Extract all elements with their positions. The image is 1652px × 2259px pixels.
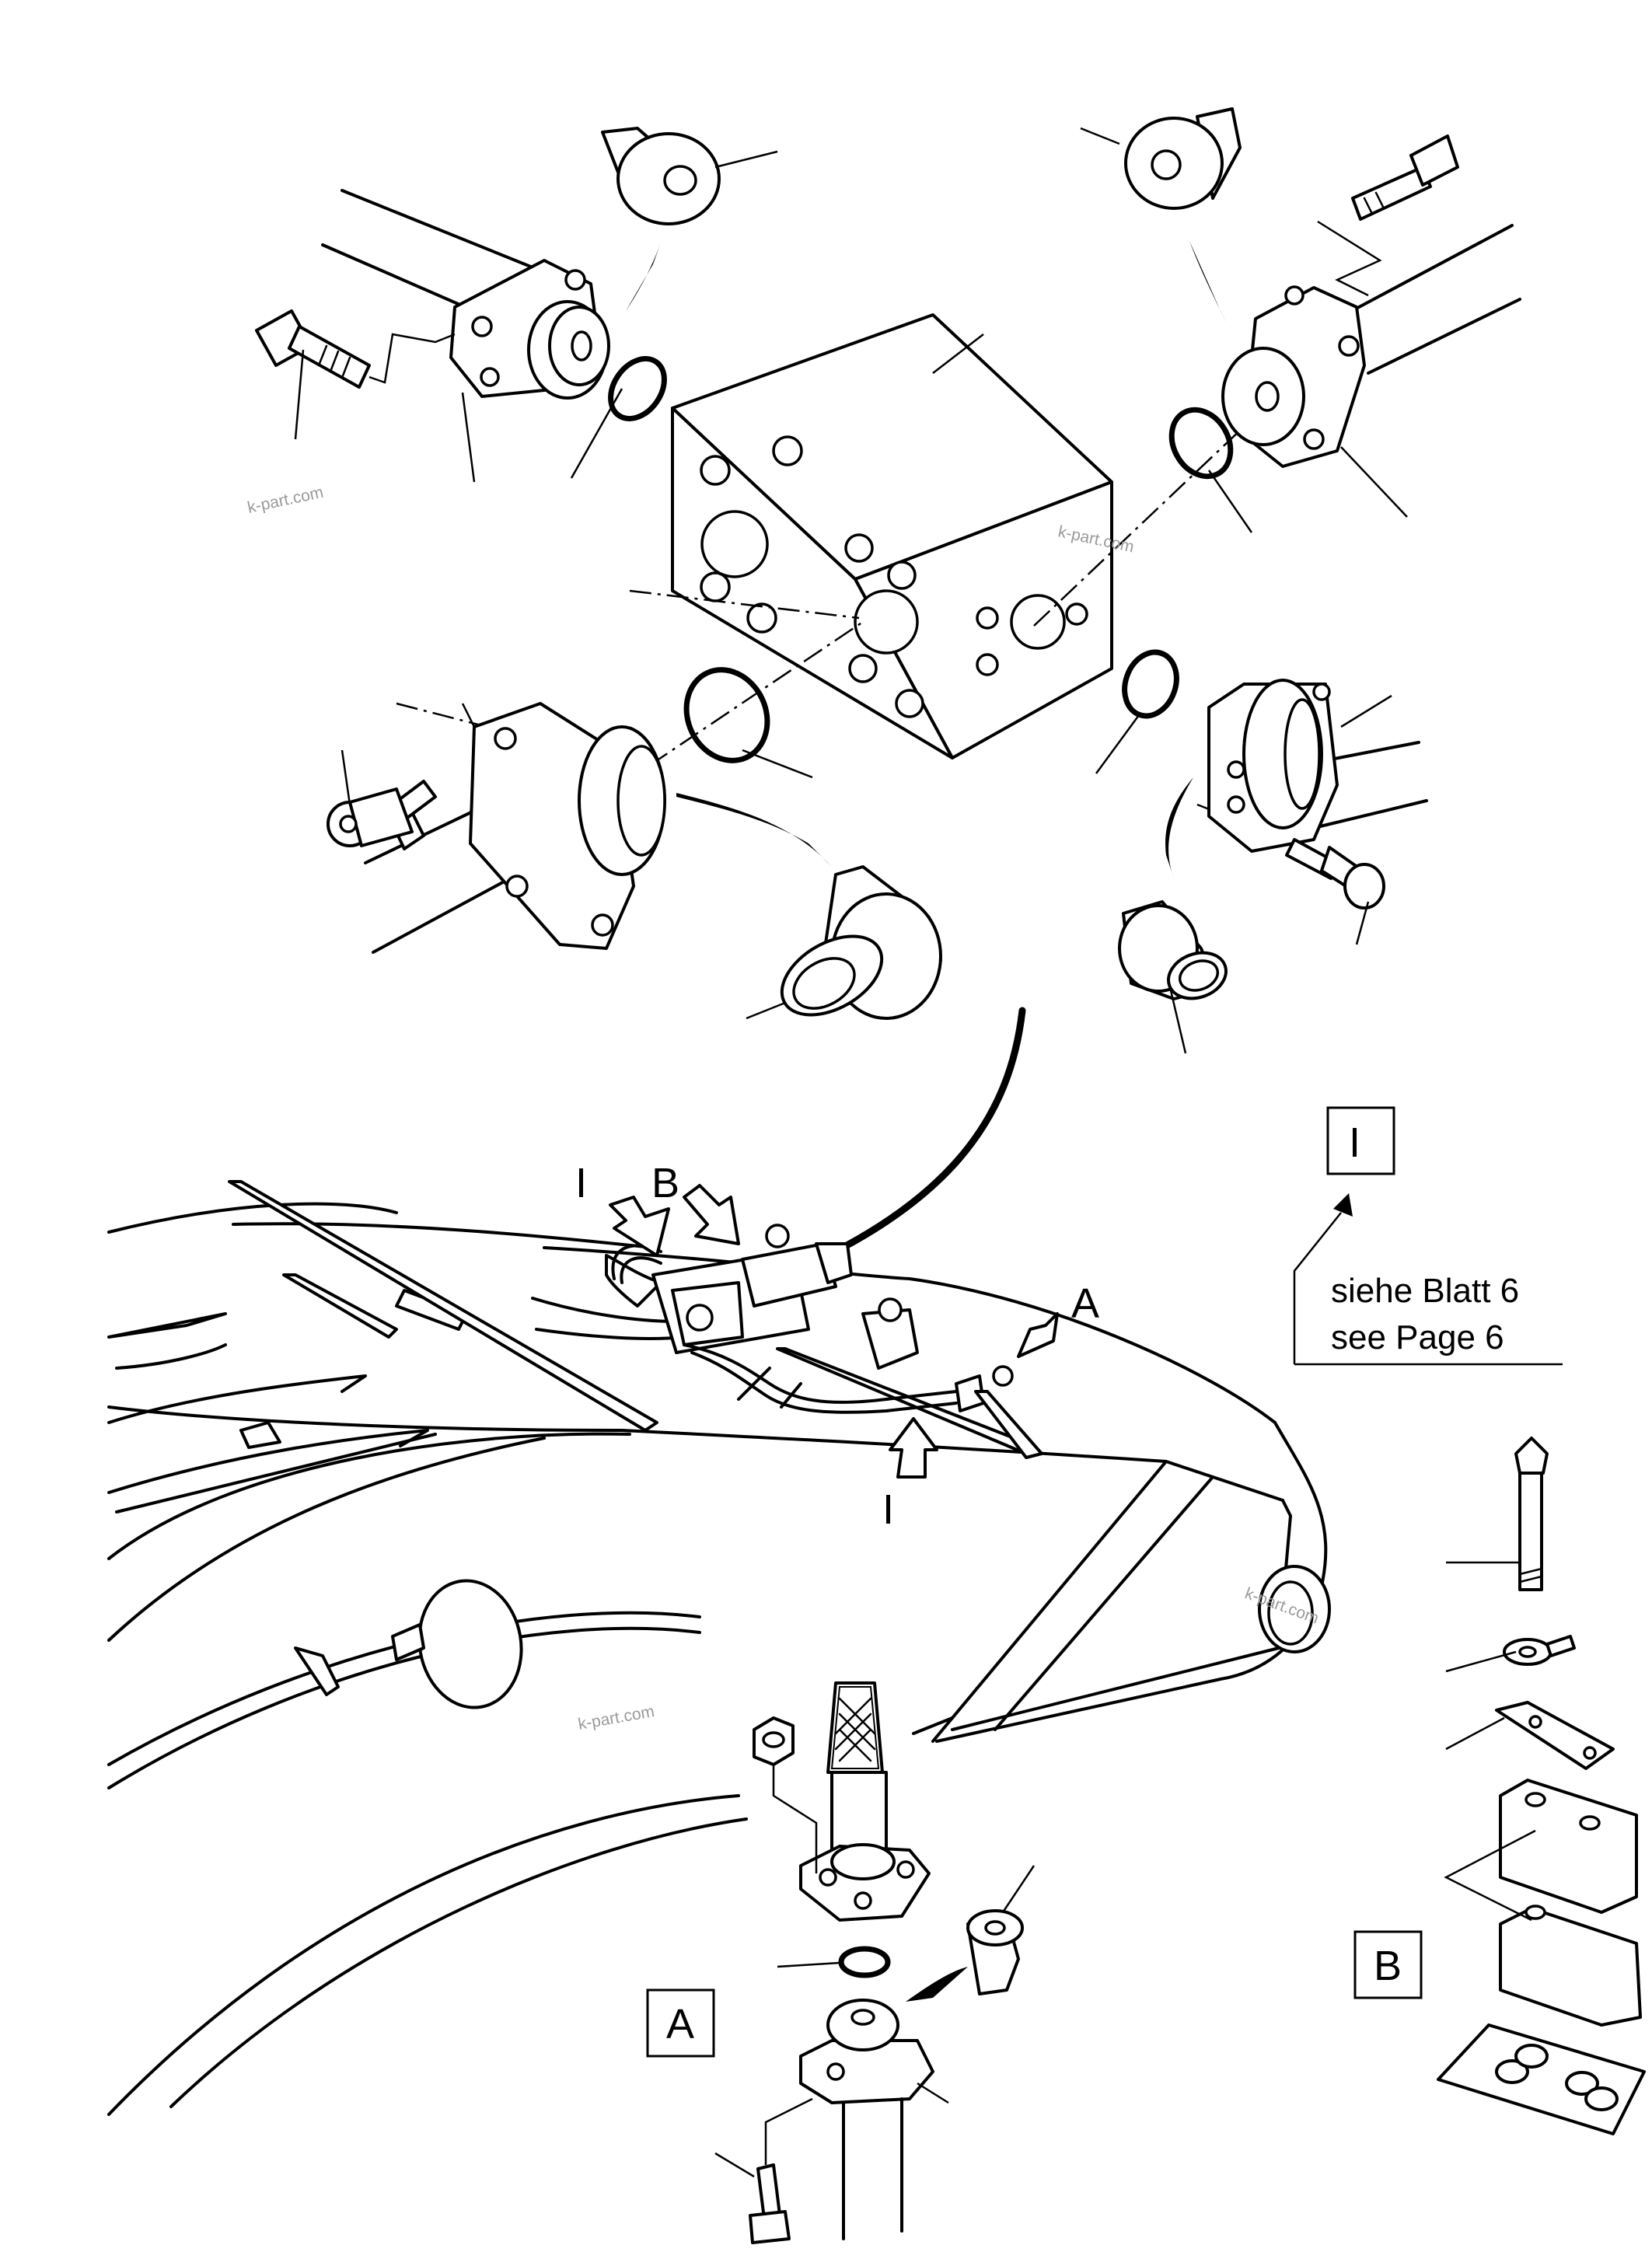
watermark-1: k-part.com [246,484,325,517]
top-left-o-ring [608,356,667,421]
reference-arrowhead [1333,1193,1353,1217]
bottom-right-flange-assembly [1207,679,1428,853]
reference-note-de: siehe Blatt 6 [1331,1272,1519,1310]
callout-a: A [1071,1280,1099,1327]
detail-b-label: B [1374,1943,1402,1989]
top-left-flange-assembly [321,189,610,400]
callout-b: B [651,1160,679,1206]
reference-note-en: see Page 6 [1331,1318,1504,1356]
top-left-bolt [255,309,456,389]
top-right-plug [1124,107,1242,342]
detail-a-box [646,1988,715,2058]
watermark-4: k-part.com [577,1702,656,1734]
top-right-bolt [1317,134,1459,297]
reference-leader [1293,1212,1342,1364]
bottom-right-plug [1118,777,1228,1000]
callout-i-top: I [575,1160,587,1206]
top-right-flange-assembly [1221,224,1521,468]
bottom-left-flange-assembly [364,702,666,954]
bottom-left-bolt [327,780,437,850]
boom-callout-arrows [609,1184,1059,1479]
valve-block [671,313,1113,759]
detail-a-assembly [714,1681,1036,2244]
detail-a-label: A [666,2001,694,2048]
leader-lines [294,127,1408,1054]
bottom-left-plug [676,793,942,1020]
detail-i-box [1326,1106,1395,1175]
detail-b-assembly [1437,1437,1646,2135]
boom-valve-assembly [531,1224,1043,1459]
bottom-left-o-ring [683,667,770,763]
bottom-right-bolt [1285,838,1385,910]
bottom-right-o-ring [1122,649,1179,719]
boom-structure [107,1180,1331,2116]
detail-i-label: I [1349,1119,1360,1166]
top-left-plug [601,127,721,311]
callout-i-bottom: I [882,1486,894,1533]
detail-connector-arc [742,1007,1026,1294]
detail-b-box [1353,1930,1423,1999]
top-right-o-ring [1168,407,1234,480]
